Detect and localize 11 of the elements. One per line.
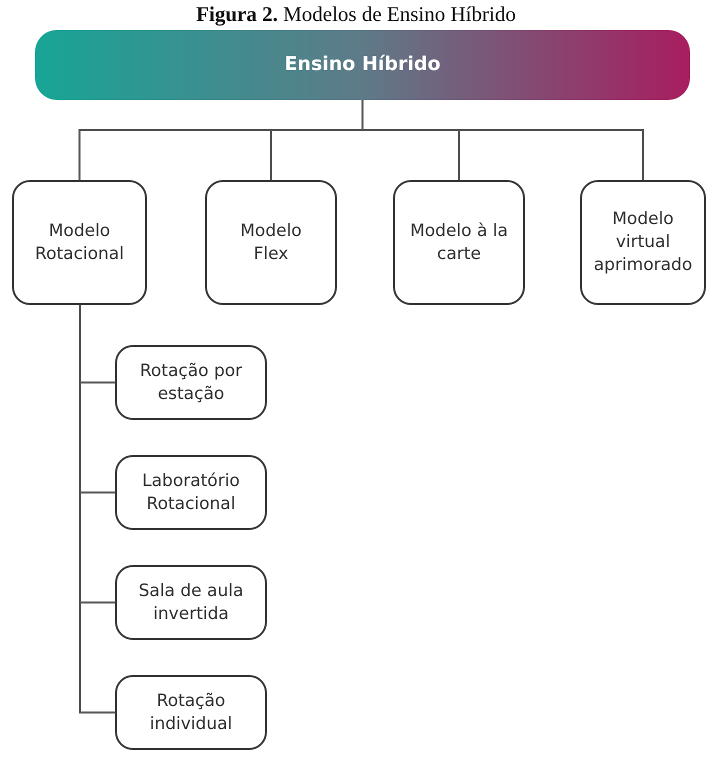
- model-box: Modelo Flex: [205, 180, 337, 305]
- model-box: Rotação individual: [115, 675, 267, 750]
- model-box: Modelo à la carte: [393, 180, 525, 305]
- connector-line: [362, 100, 644, 180]
- model-box: Sala de aula invertida: [115, 565, 267, 640]
- model-box: Laboratório Rotacional: [115, 455, 267, 530]
- model-box: Modelo Rotacional: [12, 180, 147, 305]
- model-box: Rotação por estação: [115, 345, 267, 420]
- model-box: Modelo virtual aprimorado: [580, 180, 706, 305]
- header-bar: Ensino Híbrido: [35, 30, 690, 100]
- figure-title: Figura 2. Modelos de Ensino Híbrido: [195, 2, 517, 27]
